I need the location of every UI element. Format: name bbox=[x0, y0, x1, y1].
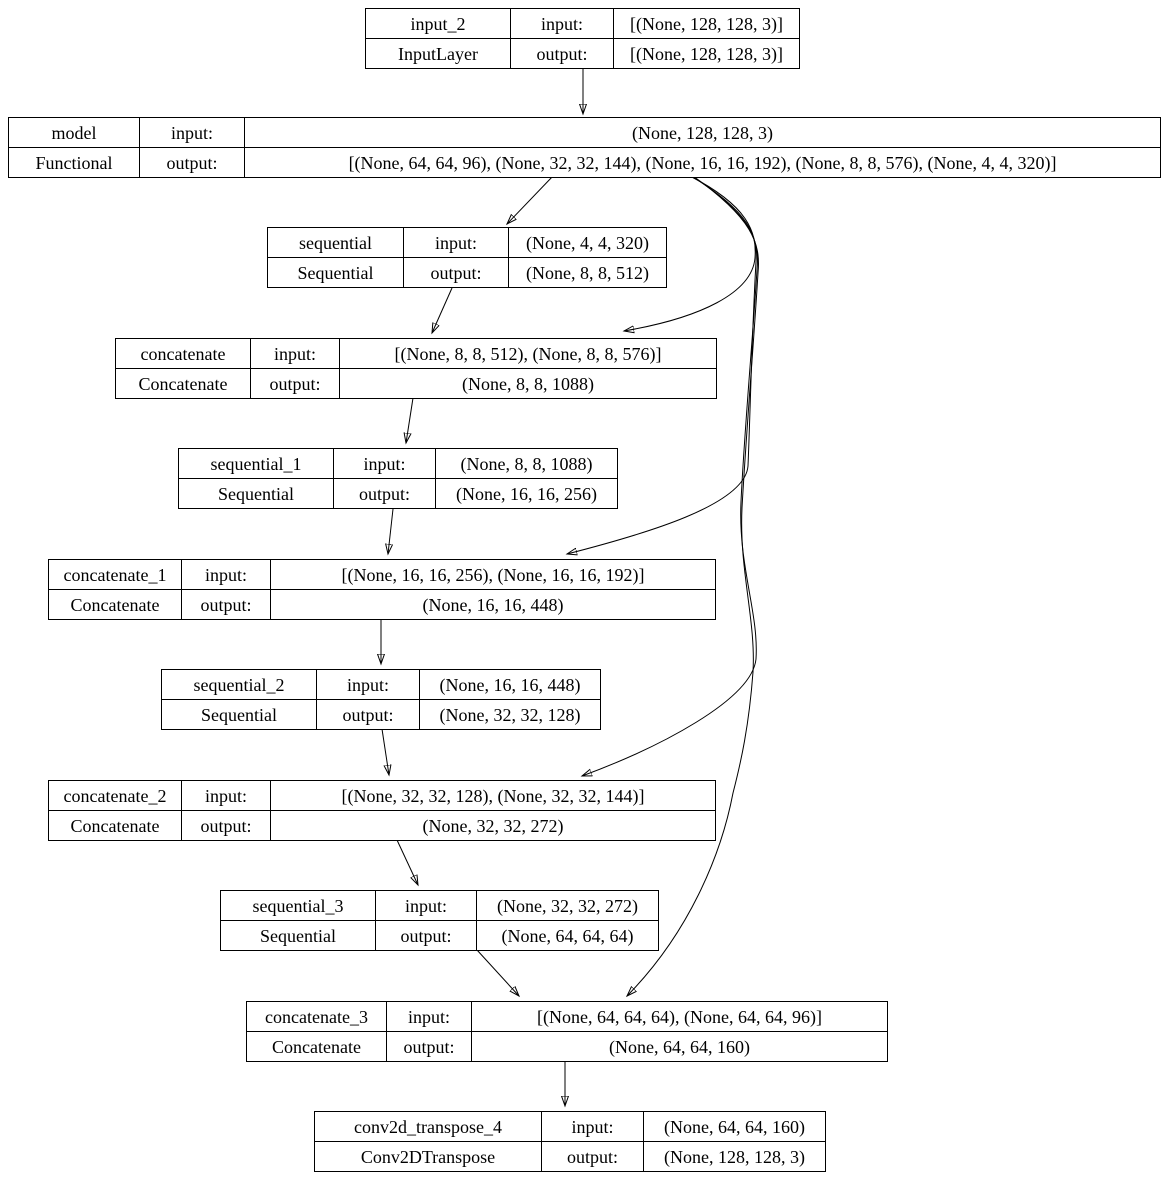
node-sequential-3: sequential_3 input: (None, 32, 32, 272) … bbox=[220, 890, 659, 951]
layer-type-cell: InputLayer bbox=[365, 38, 511, 69]
layer-name-cell: sequential_1 bbox=[178, 448, 334, 479]
edge-concatenate-to-sequential-1 bbox=[406, 397, 414, 443]
layer-type-cell: Concatenate bbox=[115, 368, 251, 399]
layer-name-cell: sequential bbox=[267, 227, 404, 258]
output-shape-cell: (None, 8, 8, 1088) bbox=[339, 368, 717, 399]
layer-name-cell: input_2 bbox=[365, 8, 511, 39]
input-label-cell: input: bbox=[403, 227, 509, 258]
output-label-cell: output: bbox=[250, 368, 340, 399]
layer-type-cell: Sequential bbox=[161, 699, 317, 730]
node-sequential: sequential input: (None, 4, 4, 320) Sequ… bbox=[267, 227, 667, 288]
input-shape-cell: (None, 64, 64, 160) bbox=[643, 1111, 826, 1142]
input-label-cell: input: bbox=[181, 780, 271, 811]
node-input-2: input_2 input: [(None, 128, 128, 3)] Inp… bbox=[365, 8, 800, 69]
output-label-cell: output: bbox=[139, 147, 245, 178]
input-shape-cell: [(None, 16, 16, 256), (None, 16, 16, 192… bbox=[270, 559, 716, 590]
node-sequential-2: sequential_2 input: (None, 16, 16, 448) … bbox=[161, 669, 601, 730]
layer-type-cell: Concatenate bbox=[48, 810, 182, 841]
input-shape-cell: (None, 16, 16, 448) bbox=[419, 669, 601, 700]
output-label-cell: output: bbox=[403, 257, 509, 288]
output-label-cell: output: bbox=[181, 589, 271, 620]
output-shape-cell: (None, 128, 128, 3) bbox=[643, 1141, 826, 1172]
output-shape-cell: (None, 8, 8, 512) bbox=[508, 257, 667, 288]
input-shape-cell: (None, 32, 32, 272) bbox=[476, 890, 659, 921]
layer-name-cell: concatenate_3 bbox=[246, 1001, 387, 1032]
input-label-cell: input: bbox=[510, 8, 614, 39]
edge-model-to-concatenate-3 bbox=[627, 175, 759, 996]
layer-type-cell: Sequential bbox=[267, 257, 404, 288]
layer-name-cell: concatenate bbox=[115, 338, 251, 369]
edge-sequential-1-to-concatenate-1 bbox=[388, 508, 394, 554]
output-shape-cell: [(None, 64, 64, 96), (None, 32, 32, 144)… bbox=[244, 147, 1161, 178]
input-label-cell: input: bbox=[316, 669, 420, 700]
output-label-cell: output: bbox=[375, 920, 477, 951]
output-shape-cell: (None, 64, 64, 64) bbox=[476, 920, 659, 951]
layer-type-cell: Concatenate bbox=[48, 589, 182, 620]
input-label-cell: input: bbox=[386, 1001, 472, 1032]
node-concatenate: concatenate input: [(None, 8, 8, 512), (… bbox=[115, 338, 717, 399]
output-shape-cell: [(None, 128, 128, 3)] bbox=[613, 38, 800, 69]
input-shape-cell: (None, 8, 8, 1088) bbox=[435, 448, 618, 479]
output-shape-cell: (None, 16, 16, 256) bbox=[435, 478, 618, 509]
layer-name-cell: concatenate_2 bbox=[48, 780, 182, 811]
output-label-cell: output: bbox=[181, 810, 271, 841]
edge-sequential-to-concatenate bbox=[432, 287, 453, 333]
input-shape-cell: (None, 4, 4, 320) bbox=[508, 227, 667, 258]
node-concatenate-1: concatenate_1 input: [(None, 16, 16, 256… bbox=[48, 559, 716, 620]
node-conv2d-transpose-4: conv2d_transpose_4 input: (None, 64, 64,… bbox=[314, 1111, 826, 1172]
input-shape-cell: [(None, 64, 64, 64), (None, 64, 64, 96)] bbox=[471, 1001, 888, 1032]
edge-model-to-concatenate bbox=[624, 175, 756, 331]
input-shape-cell: (None, 128, 128, 3) bbox=[244, 117, 1161, 148]
output-shape-cell: (None, 64, 64, 160) bbox=[471, 1031, 888, 1062]
edge-model-to-sequential bbox=[507, 175, 554, 224]
layer-name-cell: sequential_3 bbox=[220, 890, 376, 921]
output-shape-cell: (None, 16, 16, 448) bbox=[270, 589, 716, 620]
input-label-cell: input: bbox=[541, 1111, 644, 1142]
input-label-cell: input: bbox=[139, 117, 245, 148]
input-label-cell: input: bbox=[375, 890, 477, 921]
layer-type-cell: Sequential bbox=[220, 920, 376, 951]
layer-name-cell: model bbox=[8, 117, 140, 148]
node-concatenate-3: concatenate_3 input: [(None, 64, 64, 64)… bbox=[246, 1001, 888, 1062]
output-label-cell: output: bbox=[316, 699, 420, 730]
edge-sequential-3-to-concatenate-3 bbox=[476, 949, 519, 996]
edge-concatenate-2-to-sequential-3 bbox=[396, 839, 418, 885]
edge-sequential-2-to-concatenate-2 bbox=[381, 728, 389, 775]
input-label-cell: input: bbox=[333, 448, 436, 479]
input-shape-cell: [(None, 8, 8, 512), (None, 8, 8, 576)] bbox=[339, 338, 717, 369]
node-sequential-1: sequential_1 input: (None, 8, 8, 1088) S… bbox=[178, 448, 618, 509]
node-concatenate-2: concatenate_2 input: [(None, 32, 32, 128… bbox=[48, 780, 716, 841]
layer-name-cell: sequential_2 bbox=[161, 669, 317, 700]
layer-name-cell: concatenate_1 bbox=[48, 559, 182, 590]
layer-type-cell: Conv2DTranspose bbox=[314, 1141, 542, 1172]
input-shape-cell: [(None, 128, 128, 3)] bbox=[613, 8, 800, 39]
output-label-cell: output: bbox=[510, 38, 614, 69]
output-label-cell: output: bbox=[386, 1031, 472, 1062]
layer-type-cell: Concatenate bbox=[246, 1031, 387, 1062]
input-label-cell: input: bbox=[181, 559, 271, 590]
layer-name-cell: conv2d_transpose_4 bbox=[314, 1111, 542, 1142]
output-shape-cell: (None, 32, 32, 128) bbox=[419, 699, 601, 730]
output-label-cell: output: bbox=[541, 1141, 644, 1172]
layer-type-cell: Functional bbox=[8, 147, 140, 178]
output-label-cell: output: bbox=[333, 478, 436, 509]
node-model: model input: (None, 128, 128, 3) Functio… bbox=[8, 117, 1161, 178]
edge-model-to-concatenate-2 bbox=[582, 175, 758, 776]
layer-type-cell: Sequential bbox=[178, 478, 334, 509]
input-label-cell: input: bbox=[250, 338, 340, 369]
input-shape-cell: [(None, 32, 32, 128), (None, 32, 32, 144… bbox=[270, 780, 716, 811]
output-shape-cell: (None, 32, 32, 272) bbox=[270, 810, 716, 841]
